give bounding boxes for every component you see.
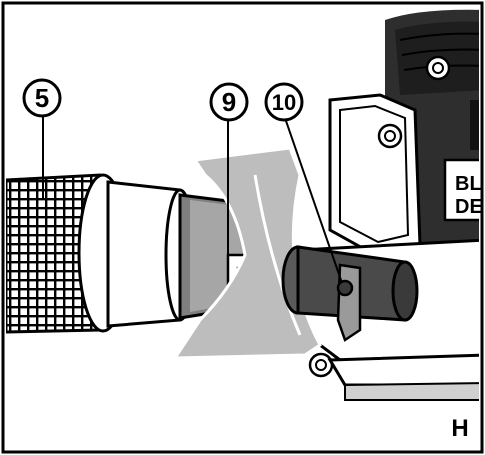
- svg-text:9: 9: [222, 87, 236, 117]
- svg-text:10: 10: [272, 90, 296, 115]
- brand-text-bottom: DE: [455, 196, 483, 218]
- brand-text-top: BL: [455, 173, 482, 195]
- leader-lines: [42, 112, 343, 284]
- callout-9: 9: [209, 82, 249, 122]
- dust-shield: [172, 146, 322, 360]
- outlet-port: [281, 245, 419, 342]
- callout-5: 5: [22, 78, 62, 118]
- hose-adapter: [106, 180, 271, 328]
- svg-text:5: 5: [35, 83, 49, 113]
- panel-letter: H: [451, 415, 468, 442]
- screw-icon: [425, 55, 451, 81]
- callout-10: 10: [264, 82, 304, 122]
- screw-icon: [377, 123, 403, 149]
- screw-icon: [308, 352, 334, 378]
- sander-body: [298, 9, 479, 401]
